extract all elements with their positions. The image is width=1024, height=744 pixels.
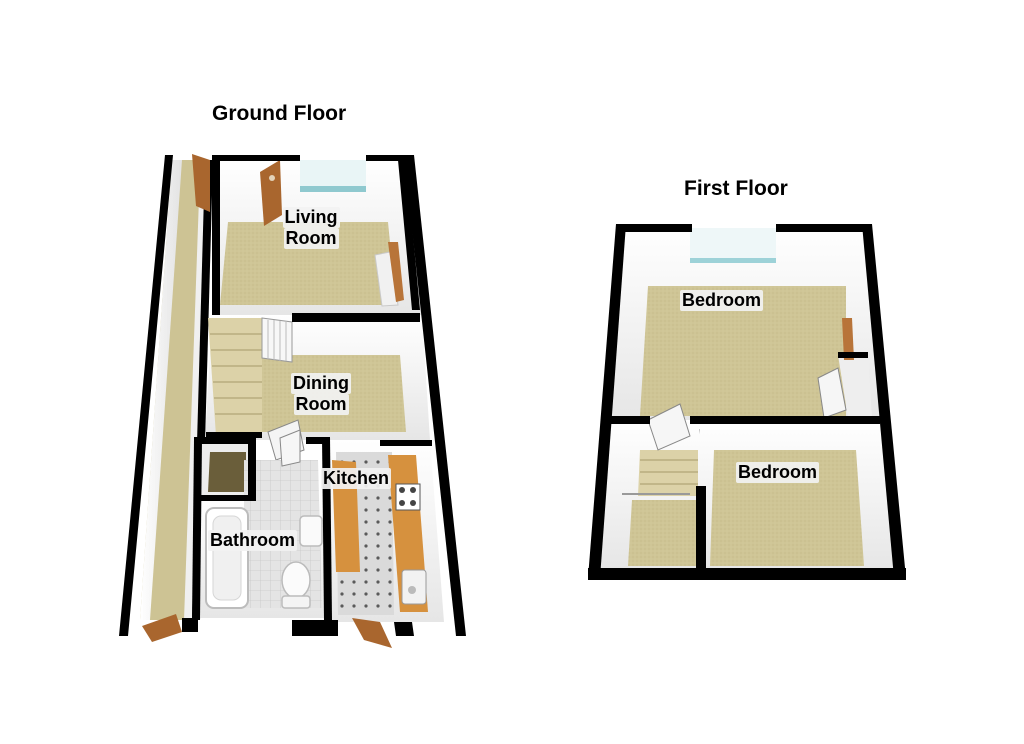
first-floor-walls (588, 224, 906, 580)
dining-room-label-line2: Room (293, 394, 349, 415)
bathroom-label: Bathroom (208, 530, 297, 551)
side-door (192, 154, 210, 212)
front-door (142, 614, 182, 642)
ground-floor-title: Ground Floor (212, 102, 347, 125)
bedroom-1-label: Bedroom (680, 290, 764, 311)
first-floor-plan (588, 224, 906, 580)
bathroom-area (196, 429, 332, 618)
dining-room-label: Dining Room (278, 373, 364, 415)
ground-floor-walls (182, 155, 466, 636)
bedroom-1-area (610, 228, 882, 420)
living-room-label-line1: Living (282, 207, 340, 228)
bedroom-2-label: Bedroom (736, 462, 820, 483)
living-room-label-line2: Room (283, 228, 339, 249)
bedroom-2-area (700, 420, 902, 572)
kitchen-label: Kitchen (321, 468, 392, 489)
dining-room-label-line1: Dining (291, 373, 351, 394)
first-floor-title: First Floor (684, 177, 788, 200)
living-room-label: Living Room (268, 207, 354, 249)
